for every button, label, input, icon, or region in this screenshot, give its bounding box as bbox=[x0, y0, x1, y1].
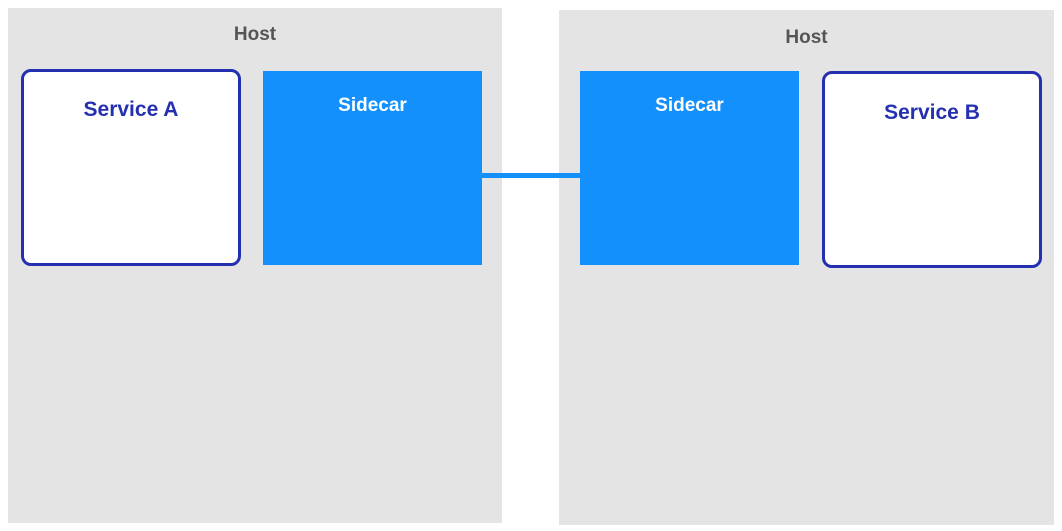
host-right-label: Host bbox=[785, 27, 828, 48]
sidecar-left-box: Sidecar bbox=[263, 71, 482, 265]
sidecar-left-label: Sidecar bbox=[338, 95, 407, 116]
service-a-label: Service A bbox=[83, 98, 179, 121]
sidecar-right-box: Sidecar bbox=[580, 71, 799, 265]
service-b-label: Service B bbox=[884, 101, 980, 124]
host-left-label: Host bbox=[233, 24, 277, 45]
service-b-box: Service B bbox=[822, 71, 1042, 268]
sidecar-right-label: Sidecar bbox=[655, 95, 724, 116]
sidecar-connector-line bbox=[482, 173, 580, 178]
service-a-box: Service A bbox=[21, 69, 241, 266]
